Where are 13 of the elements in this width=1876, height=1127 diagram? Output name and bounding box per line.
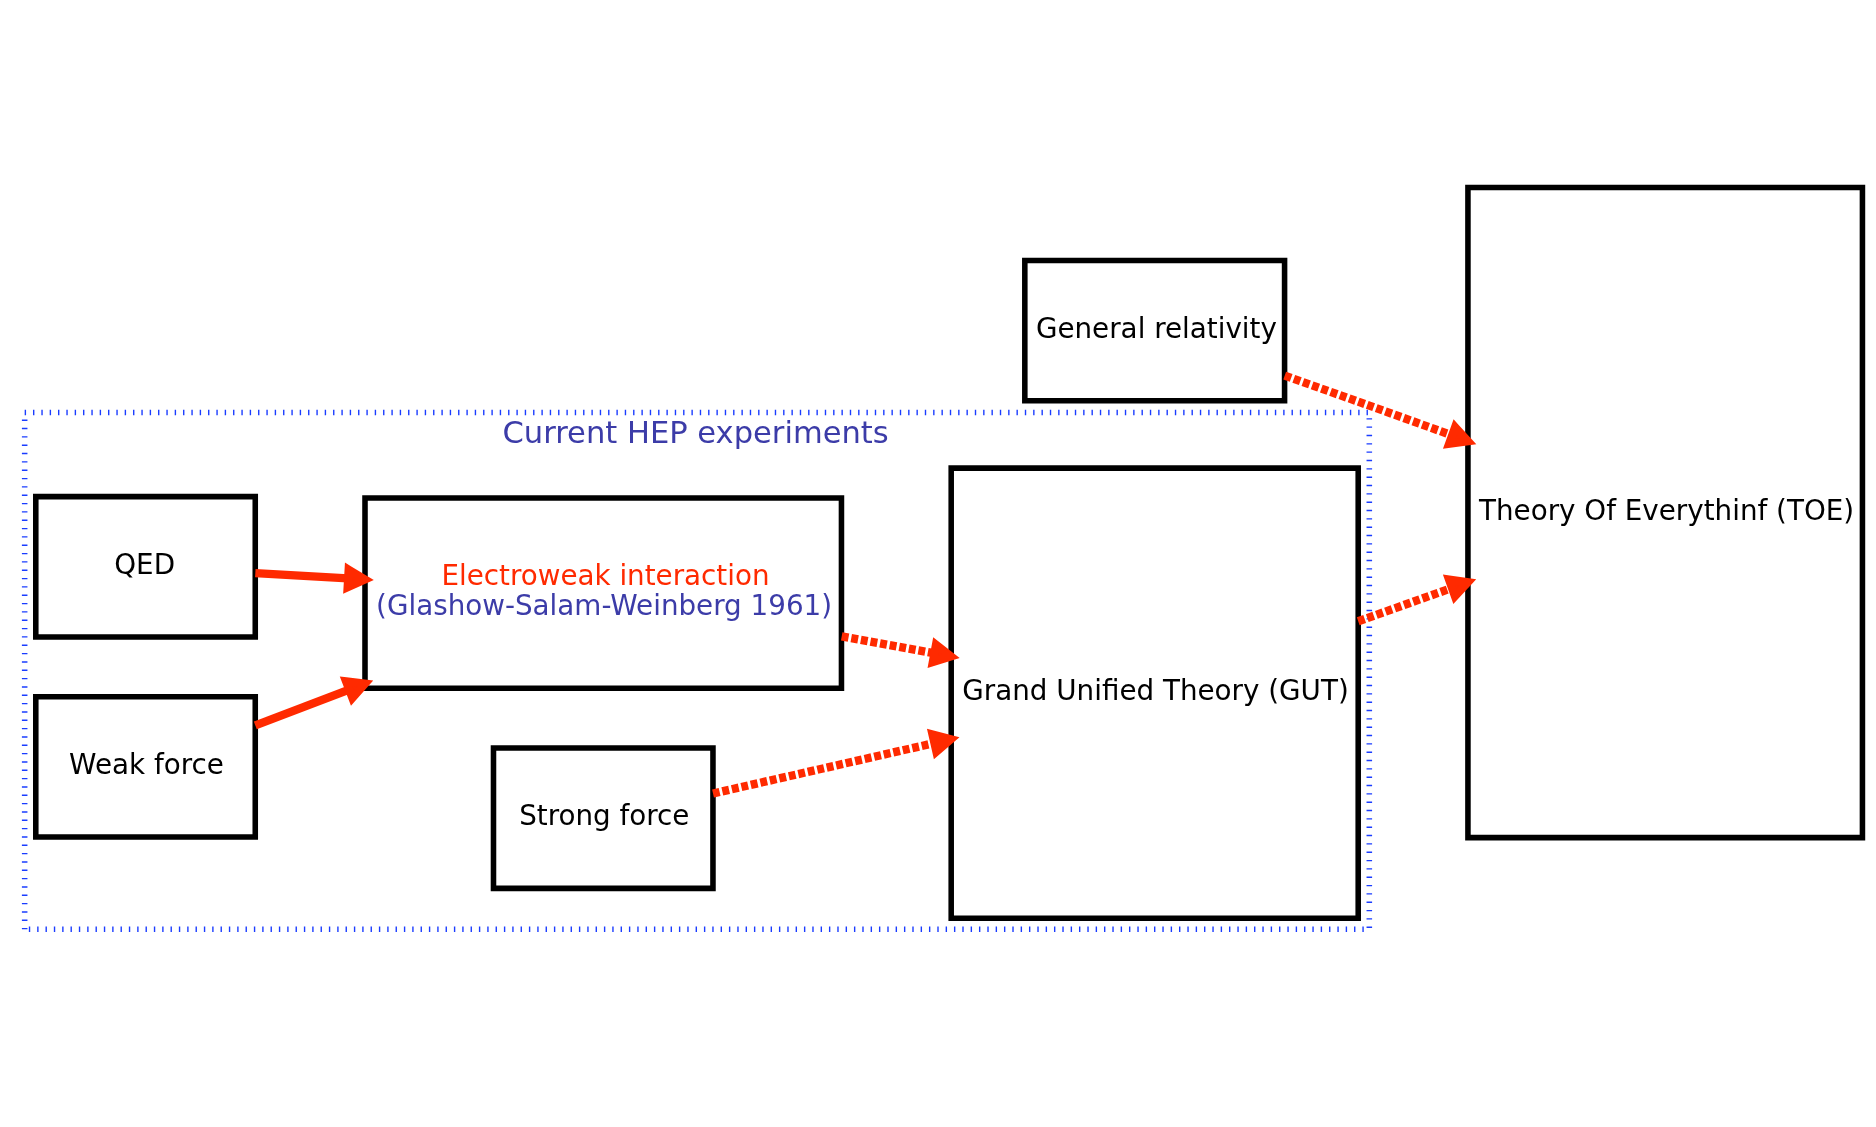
- arrow: [712, 728, 960, 798]
- node-box: General relativity: [1022, 257, 1288, 404]
- node-box: Weak force: [33, 693, 259, 840]
- arrow: [253, 675, 374, 729]
- node-box: QED: [33, 493, 259, 640]
- node-box: Strong force: [490, 744, 716, 891]
- node-box: Theory Of Everythinf (TOE): [1465, 184, 1866, 840]
- node-box: Electroweak interaction (Glashow-Salam-Weinberg 1961): [362, 494, 845, 691]
- node-box: Grand Unified Theory (GUT): [948, 464, 1361, 921]
- arrow: [1356, 574, 1477, 625]
- arrow: [840, 631, 960, 668]
- arrow: [255, 562, 374, 594]
- arrow: [1283, 371, 1477, 449]
